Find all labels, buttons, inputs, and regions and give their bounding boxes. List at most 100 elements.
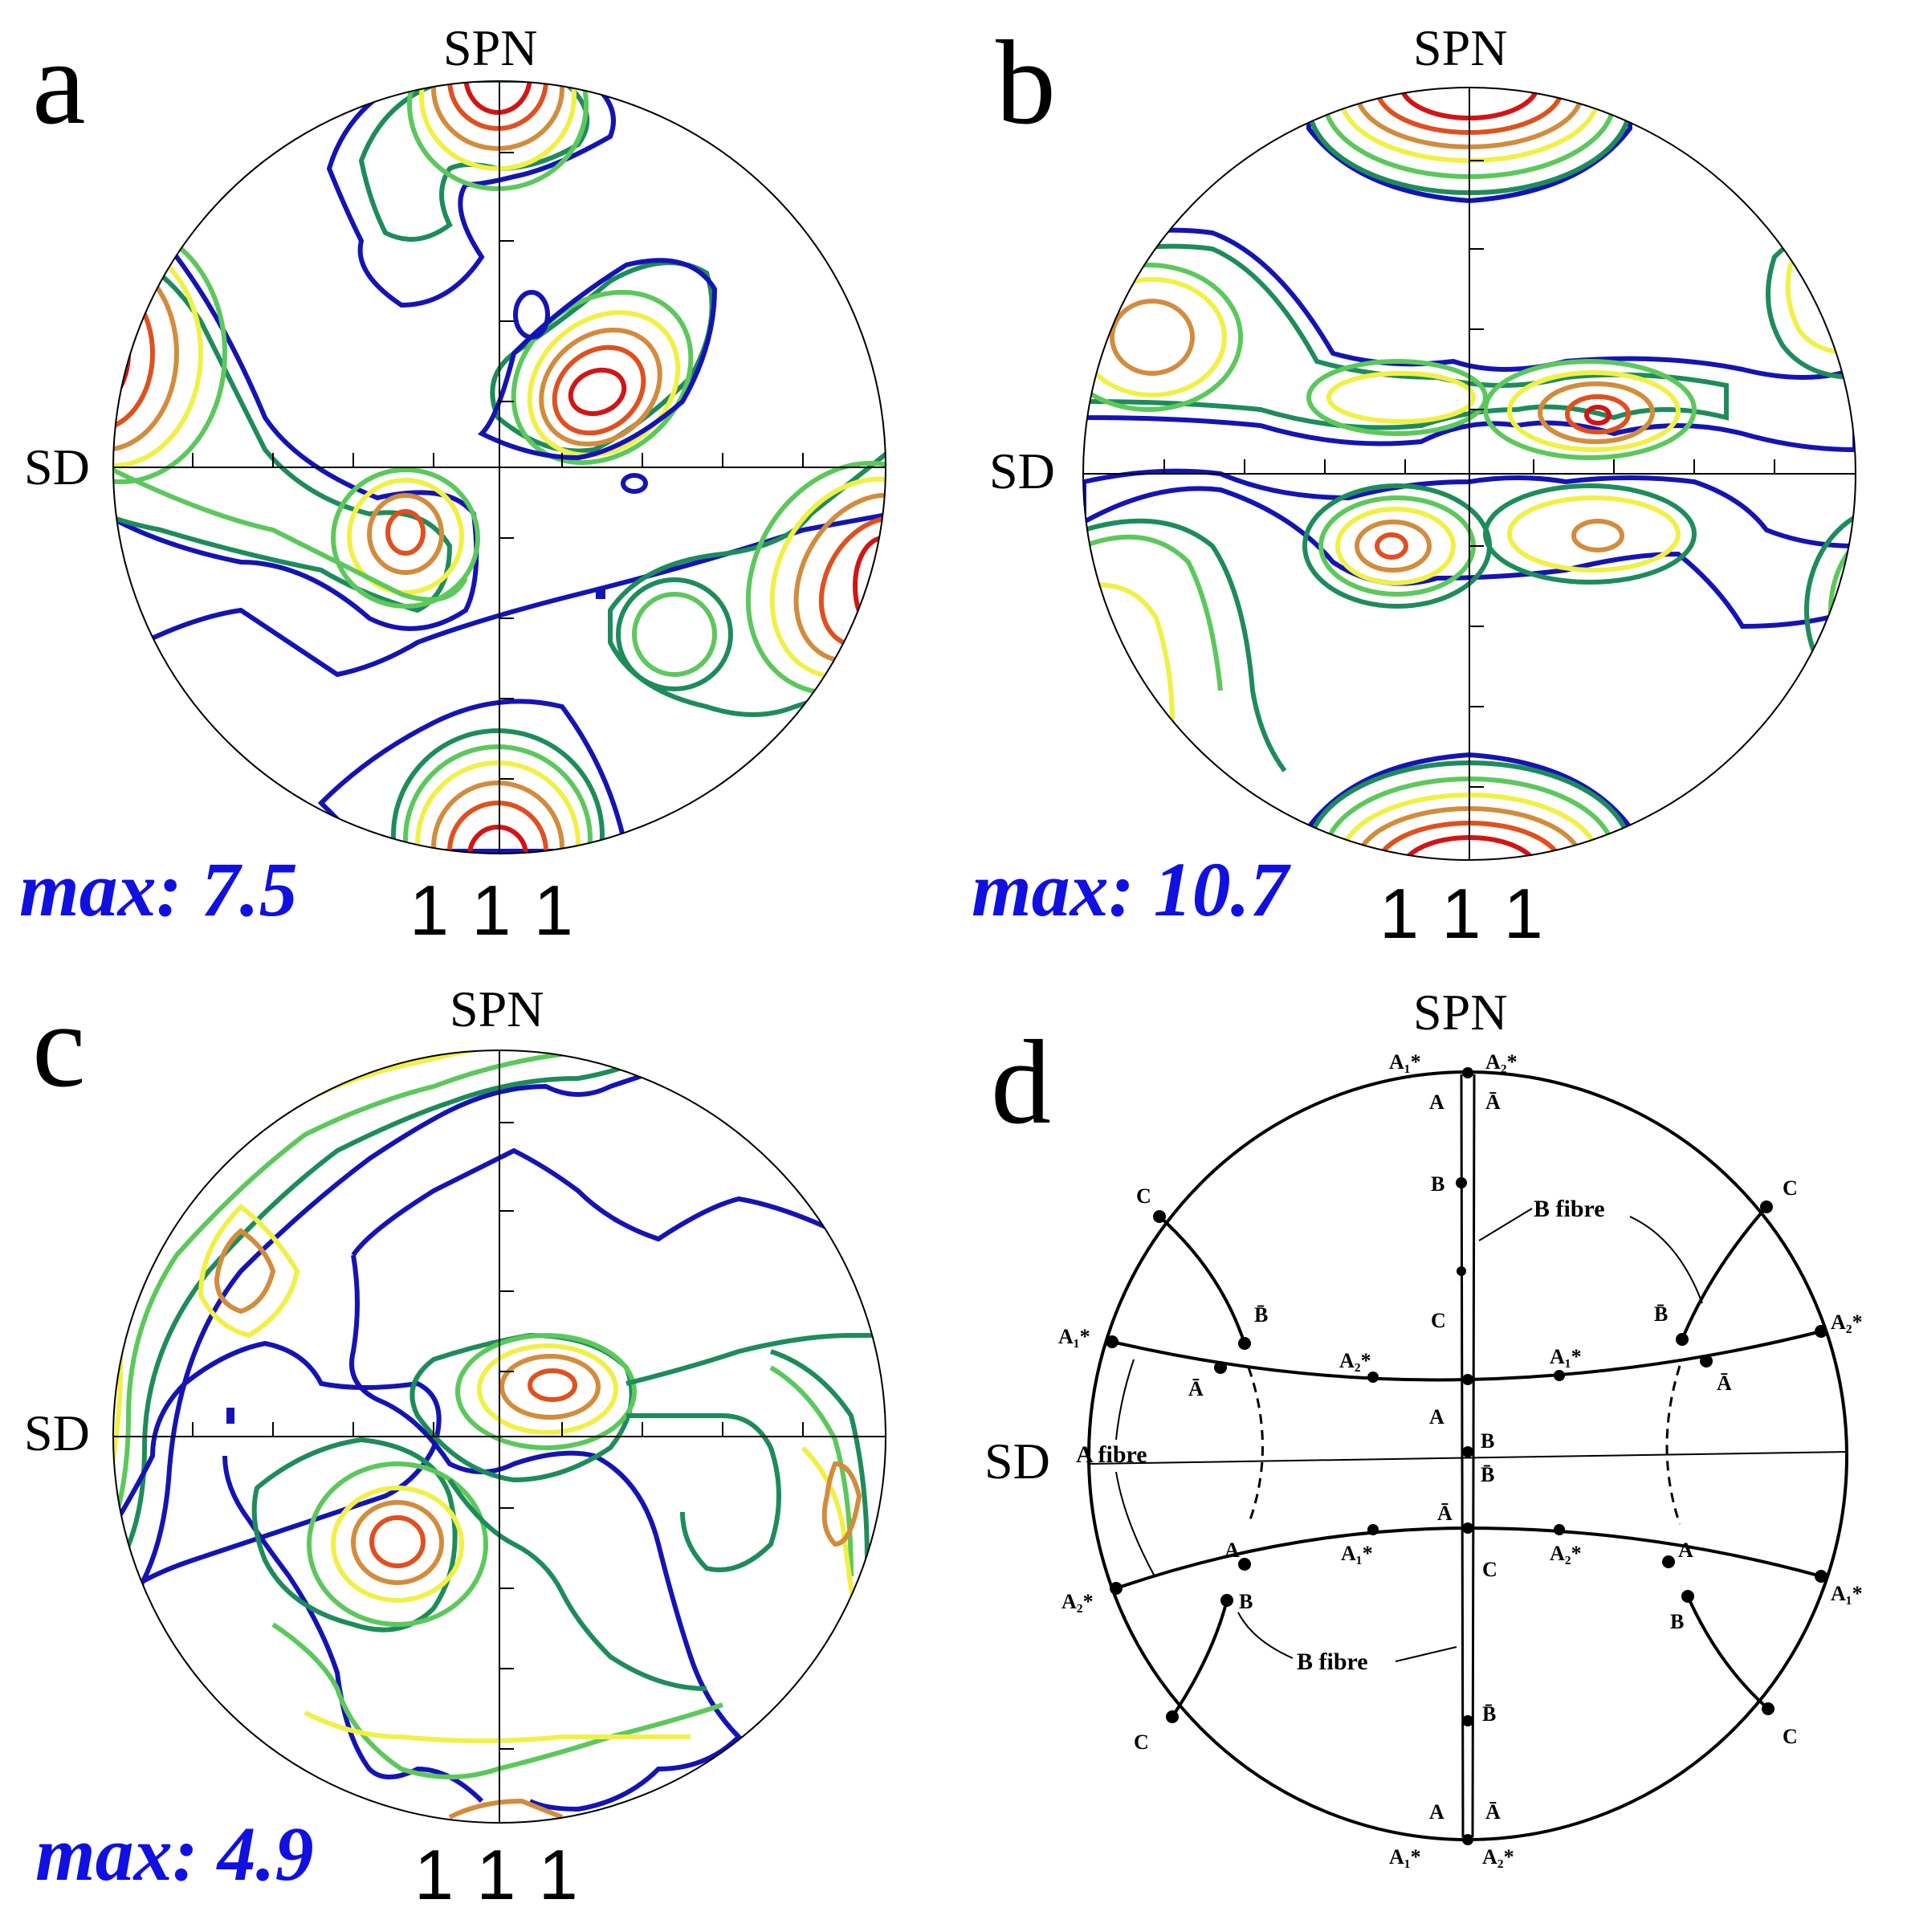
contour xyxy=(626,1413,781,1572)
point-label: B̄ xyxy=(1481,1463,1494,1486)
contour xyxy=(113,1052,707,1627)
axis-label: SD xyxy=(24,438,90,495)
contour xyxy=(113,275,155,432)
point-label: A₁* xyxy=(1389,1050,1421,1074)
fibre-schematic: A₁* A₂* A Ā B C A B B̄ Ā C B̄ A Ā A₁* A₂… xyxy=(1058,1050,1863,1869)
b-fibre-line xyxy=(1471,1074,1476,1838)
point-label: B xyxy=(1239,1590,1253,1613)
contour xyxy=(113,512,886,678)
contour xyxy=(745,460,886,696)
contour xyxy=(477,1343,618,1435)
contour xyxy=(1483,359,1697,460)
b-fibre-curve xyxy=(1681,1205,1768,1340)
contour xyxy=(1852,536,1856,685)
contour xyxy=(349,1254,743,1812)
contour xyxy=(113,1050,531,1465)
contour xyxy=(770,1349,883,1563)
axis-line xyxy=(1088,1451,1849,1465)
contour xyxy=(271,1622,723,1779)
contour xyxy=(513,290,550,340)
contour xyxy=(113,1340,442,1603)
a-fibre-label: A fibre xyxy=(1076,1441,1147,1468)
contour xyxy=(769,476,886,680)
contour xyxy=(1083,243,1729,430)
contour xyxy=(113,238,203,468)
contour xyxy=(307,1461,488,1627)
contour xyxy=(1584,405,1612,426)
contour xyxy=(1318,495,1476,597)
point-label: Ā xyxy=(1188,1377,1204,1400)
contour xyxy=(1571,519,1624,552)
max-intensity-label: max: 4.9 xyxy=(35,1811,314,1897)
contour xyxy=(1335,507,1456,585)
contour xyxy=(1804,503,1856,717)
contour xyxy=(347,478,464,595)
orientation-points xyxy=(1106,1067,1827,1845)
contour xyxy=(1302,483,1492,609)
contour xyxy=(528,1368,577,1402)
point-label: C xyxy=(1783,1176,1798,1200)
contour xyxy=(448,1798,564,1820)
contour xyxy=(385,509,426,556)
dashed-arc xyxy=(1247,1367,1264,1525)
contour xyxy=(1083,582,1175,723)
panel-b: b SPN SD max: 10.7 1 1 1 xyxy=(956,0,1911,966)
contour xyxy=(1083,518,1287,772)
contour xyxy=(351,1500,444,1585)
contour xyxy=(403,744,593,854)
contour xyxy=(527,310,681,458)
contour xyxy=(621,473,648,494)
point-label: A xyxy=(1678,1539,1693,1562)
point-label: B̄ xyxy=(1482,1702,1496,1726)
contour xyxy=(351,1147,883,1257)
point-label: A₁* xyxy=(1831,1582,1863,1605)
contour xyxy=(467,825,528,854)
point-label: A₂* xyxy=(1061,1590,1094,1613)
contour xyxy=(1326,371,1476,424)
contour xyxy=(317,699,630,854)
contour xyxy=(1083,277,1227,397)
contour xyxy=(415,760,581,854)
contour xyxy=(222,1455,484,1804)
pole-figure-a xyxy=(112,80,886,854)
contour xyxy=(407,81,589,191)
pole-label: SPN xyxy=(450,980,544,1037)
contour xyxy=(853,536,886,637)
contour xyxy=(1828,520,1856,701)
pole-label: SPN xyxy=(1413,19,1508,76)
contour xyxy=(1355,520,1432,573)
panel-letter: d xyxy=(991,1016,1051,1149)
point-label: Ā xyxy=(1485,1800,1501,1824)
contour xyxy=(1565,394,1631,434)
point-label: B̄ xyxy=(1254,1303,1268,1327)
b-fibre-line xyxy=(1460,1074,1465,1838)
point-label: Ā xyxy=(1437,1502,1453,1525)
contour xyxy=(113,1052,563,1529)
contour xyxy=(214,1228,276,1314)
contour xyxy=(539,327,662,447)
point-label: Ā xyxy=(1717,1372,1732,1395)
contour xyxy=(113,255,179,452)
point-label: A₂* xyxy=(1550,1542,1582,1565)
panel-letter: c xyxy=(32,979,86,1112)
point-label: B̄ xyxy=(1654,1302,1668,1326)
contour xyxy=(419,81,577,171)
contour xyxy=(331,467,480,609)
point-label: A₂* xyxy=(1831,1310,1863,1334)
panel-letter: a xyxy=(32,16,86,149)
contour xyxy=(1483,483,1697,585)
contour xyxy=(821,1461,862,1547)
pole-figure-b xyxy=(1082,87,1856,861)
contour xyxy=(1507,495,1681,573)
contour xyxy=(431,81,564,151)
contour xyxy=(632,592,717,677)
point-label: A xyxy=(1224,1539,1240,1562)
contour xyxy=(1110,299,1195,376)
panel-a: a SPN SD max: 7.5 1 1 1 xyxy=(0,0,956,966)
point-label: A₂* xyxy=(1485,1050,1518,1074)
contour xyxy=(369,1515,426,1568)
point-label: C xyxy=(1431,1309,1446,1332)
contour xyxy=(511,289,694,466)
point-label: A₁* xyxy=(1341,1542,1373,1565)
contour xyxy=(552,344,646,436)
